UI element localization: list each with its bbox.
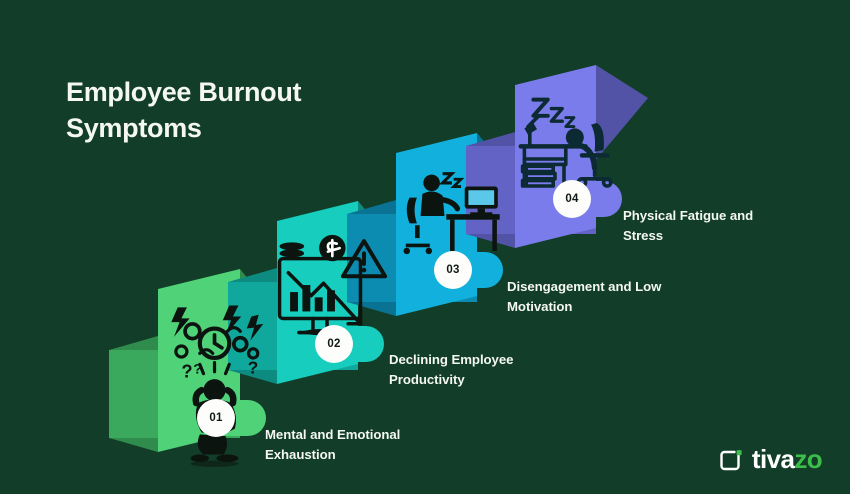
svg-text:?: ? xyxy=(193,362,201,377)
step-label-1: Mental and Emotional Exhaustion xyxy=(265,427,401,463)
svg-text:?: ? xyxy=(181,360,192,381)
page-title: Employee Burnout Symptoms xyxy=(66,77,302,143)
step-number-badge-1[interactable]: 01 xyxy=(197,399,235,437)
badge-wrap-1: 01 xyxy=(197,399,235,437)
step-number-badge-4[interactable]: 04 xyxy=(553,180,591,218)
tivazo-bracket-icon xyxy=(718,447,743,472)
step-label-2: Declining Employee Productivity xyxy=(389,352,514,388)
step-number-badge-3[interactable]: 03 xyxy=(434,251,472,289)
step-label-4: Physical Fatigue and Stress xyxy=(623,208,754,244)
badge-wrap-4: 04 xyxy=(553,180,591,218)
sleeping-at-desk-icon xyxy=(518,97,613,188)
logo-text-accent: zo xyxy=(794,444,822,474)
declining-chart-monitor-icon xyxy=(277,234,388,336)
step-number-badge-2[interactable]: 02 xyxy=(315,325,353,363)
bored-worker-desk-icon xyxy=(403,172,500,255)
badge-wrap-2: 02 xyxy=(315,325,353,363)
tivazo-wordmark: tiva zo xyxy=(751,444,823,474)
tivazo-logo[interactable]: tiva zo xyxy=(718,444,823,474)
svg-text:?: ? xyxy=(248,358,259,378)
badge-wrap-3: 03 xyxy=(434,251,472,289)
arrow-step-4-head xyxy=(596,65,648,160)
logo-text-primary: tiva xyxy=(751,444,795,474)
step-label-3: Disengagement and Low Motivation xyxy=(507,279,662,315)
